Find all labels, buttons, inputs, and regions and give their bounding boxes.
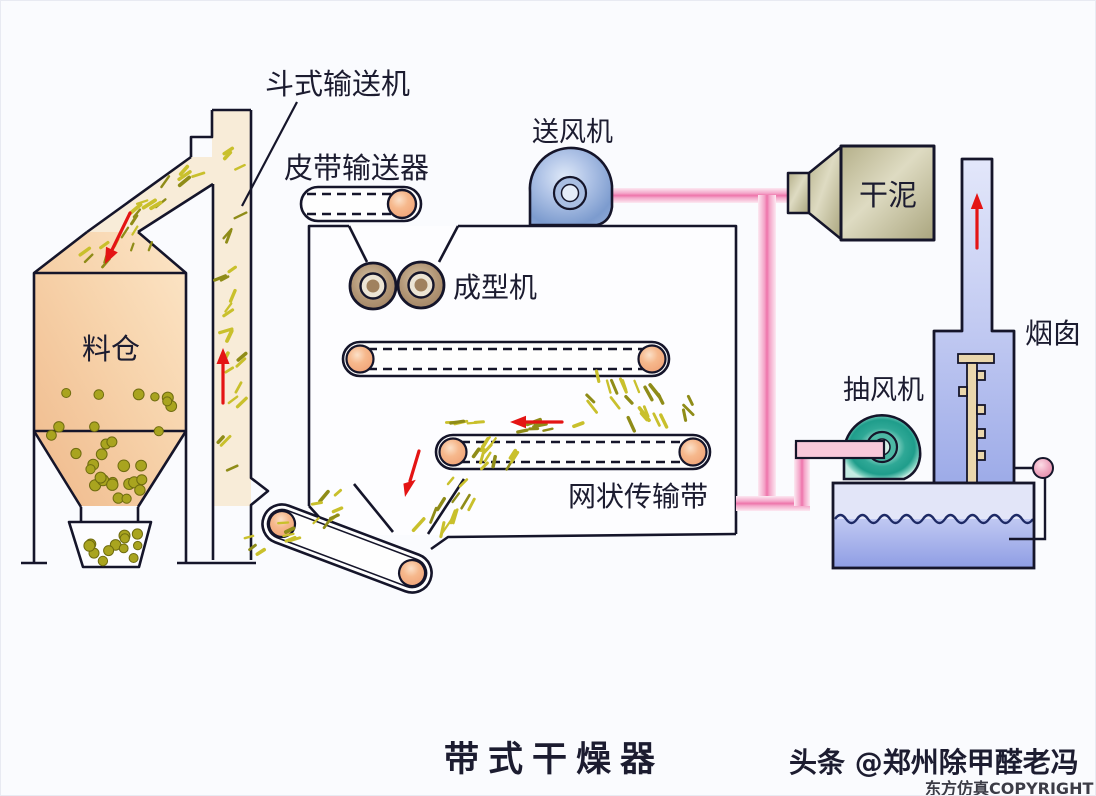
arrow-elevator-up (216, 348, 230, 405)
arrow-falling (403, 449, 421, 497)
mesh-belt-upper (341, 340, 671, 378)
pipe-to-exhaust-fan (794, 439, 886, 460)
label-dry-mud: 干泥 (859, 178, 917, 212)
belt-roller (637, 344, 667, 374)
feed-chute-fill (87, 157, 213, 232)
arrow-belt-left (510, 415, 564, 429)
label-supply-fan: 送风机 (532, 117, 613, 148)
belt-roller (438, 437, 468, 467)
dry-mud-hopper (786, 144, 936, 242)
diagram-title: 带式干燥器 (444, 739, 664, 780)
granules-elevator (213, 146, 248, 472)
elevator-column-fill (212, 110, 251, 506)
arrow-chimney-up (970, 193, 984, 250)
pipe-up-riser (794, 444, 810, 506)
float-handle (1009, 457, 1054, 541)
granule-dots-cart (83, 528, 143, 567)
belt-roller (386, 188, 418, 220)
label-exhaust-fan: 抽风机 (843, 375, 924, 406)
supply-fan-eye (560, 183, 580, 203)
granule-dots-silo (46, 388, 178, 504)
belt-roller (678, 437, 708, 467)
hot-air-pipes (606, 188, 810, 511)
material-silo (21, 108, 270, 569)
label-bucket-conveyor: 斗式输送机 (265, 67, 410, 101)
water-tank (831, 481, 1036, 570)
label-chimney: 烟囱 (1025, 317, 1081, 350)
label-belt-conveyor: 皮带输送器 (284, 151, 429, 185)
chimney-assembly (831, 157, 1054, 570)
granules-falling-2 (411, 436, 520, 539)
granules-falling-1 (585, 369, 695, 433)
bucket-conveyor-leader-line (241, 101, 298, 207)
label-mesh-belt: 网状传输带 (568, 480, 708, 513)
granules-exit (243, 488, 344, 556)
label-forming-machine: 成型机 (453, 271, 537, 304)
flow-arrows (105, 193, 984, 497)
supply-fan (528, 146, 614, 227)
belt-roller (345, 344, 375, 374)
watermark-copyright: 东方仿真COPYRIGHT (925, 779, 1093, 796)
exhaust-fan (794, 414, 922, 481)
arrow-into-silo (105, 211, 132, 264)
forming-machine (348, 260, 446, 311)
elevator-outline (86, 108, 270, 560)
label-silo: 料仓 (82, 332, 140, 366)
belt-conveyor-top (299, 185, 423, 223)
pipe-box-bottom (736, 496, 810, 511)
diagram-labels: 斗式输送机 皮带输送器 送风机 成型机 料仓 网状传输带 干泥 抽风机 烟囱 带… (82, 67, 1093, 796)
water-line (834, 513, 1034, 525)
belt-roller (397, 558, 427, 588)
granules-chute (120, 164, 206, 239)
pipe-fan-to-funnel (606, 188, 791, 203)
pipe-down-riser (758, 195, 776, 507)
watermark-byline: 头条 @郑州除甲醛老冯 (789, 746, 1079, 779)
mesh-belt-lower (434, 433, 712, 471)
silo-body (34, 232, 186, 506)
